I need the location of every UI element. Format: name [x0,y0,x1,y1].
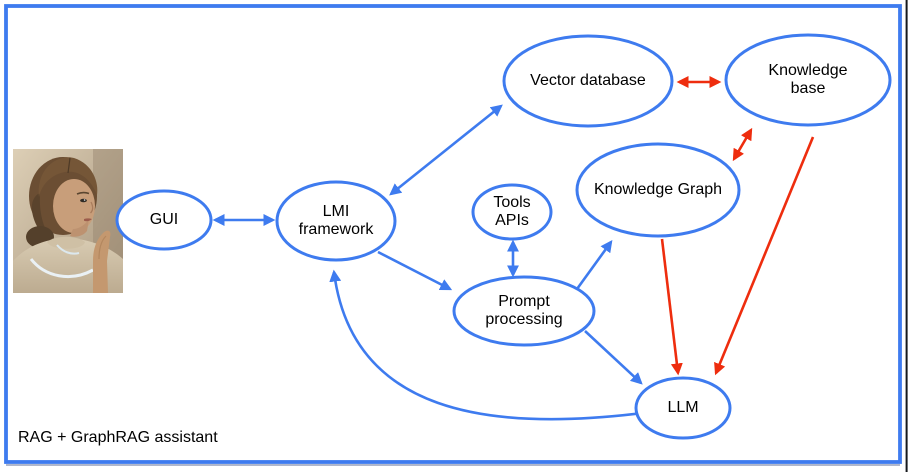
llm-node-label: LLM [667,398,699,416]
diagram-title: RAG + GraphRAG assistant [18,429,218,446]
edge-prompt-kg [575,240,613,290]
edge-lmi-vectordb [389,104,503,196]
lmi-framework-node-ellipse [275,180,397,262]
gui-node-ellipse [115,189,213,251]
edge-kb-kg [732,127,753,162]
prompt-processing-node-ellipse [452,275,596,347]
tools-apis-node-label: Tools APIs [493,193,531,229]
edge-lmi-prompt [377,250,453,291]
knowledge-base-node-ellipse [724,33,892,127]
vector-database-node-ellipse [502,34,674,128]
tools-apis-node-ellipse [471,183,553,241]
lmi-framework-node-label: LMI framework [298,202,374,238]
portrait-photo [13,149,123,293]
knowledge-base-node-label: Knowledge base [768,61,848,97]
edge-kg-llm [660,238,683,376]
knowledge-graph-node-label: Knowledge Graph [593,180,723,198]
frame-border [4,4,902,464]
edge-kb-llm [714,136,815,376]
vector-database-node-label: Vector database [530,71,646,89]
edge-prompt-llm [584,330,643,385]
edge-llm-lmi-curve [329,269,644,421]
prompt-processing-node-label: Prompt processing [485,292,563,328]
gui-node-label: GUI [149,210,179,228]
knowledge-graph-node-ellipse [575,142,741,238]
llm-node-ellipse [634,376,732,440]
